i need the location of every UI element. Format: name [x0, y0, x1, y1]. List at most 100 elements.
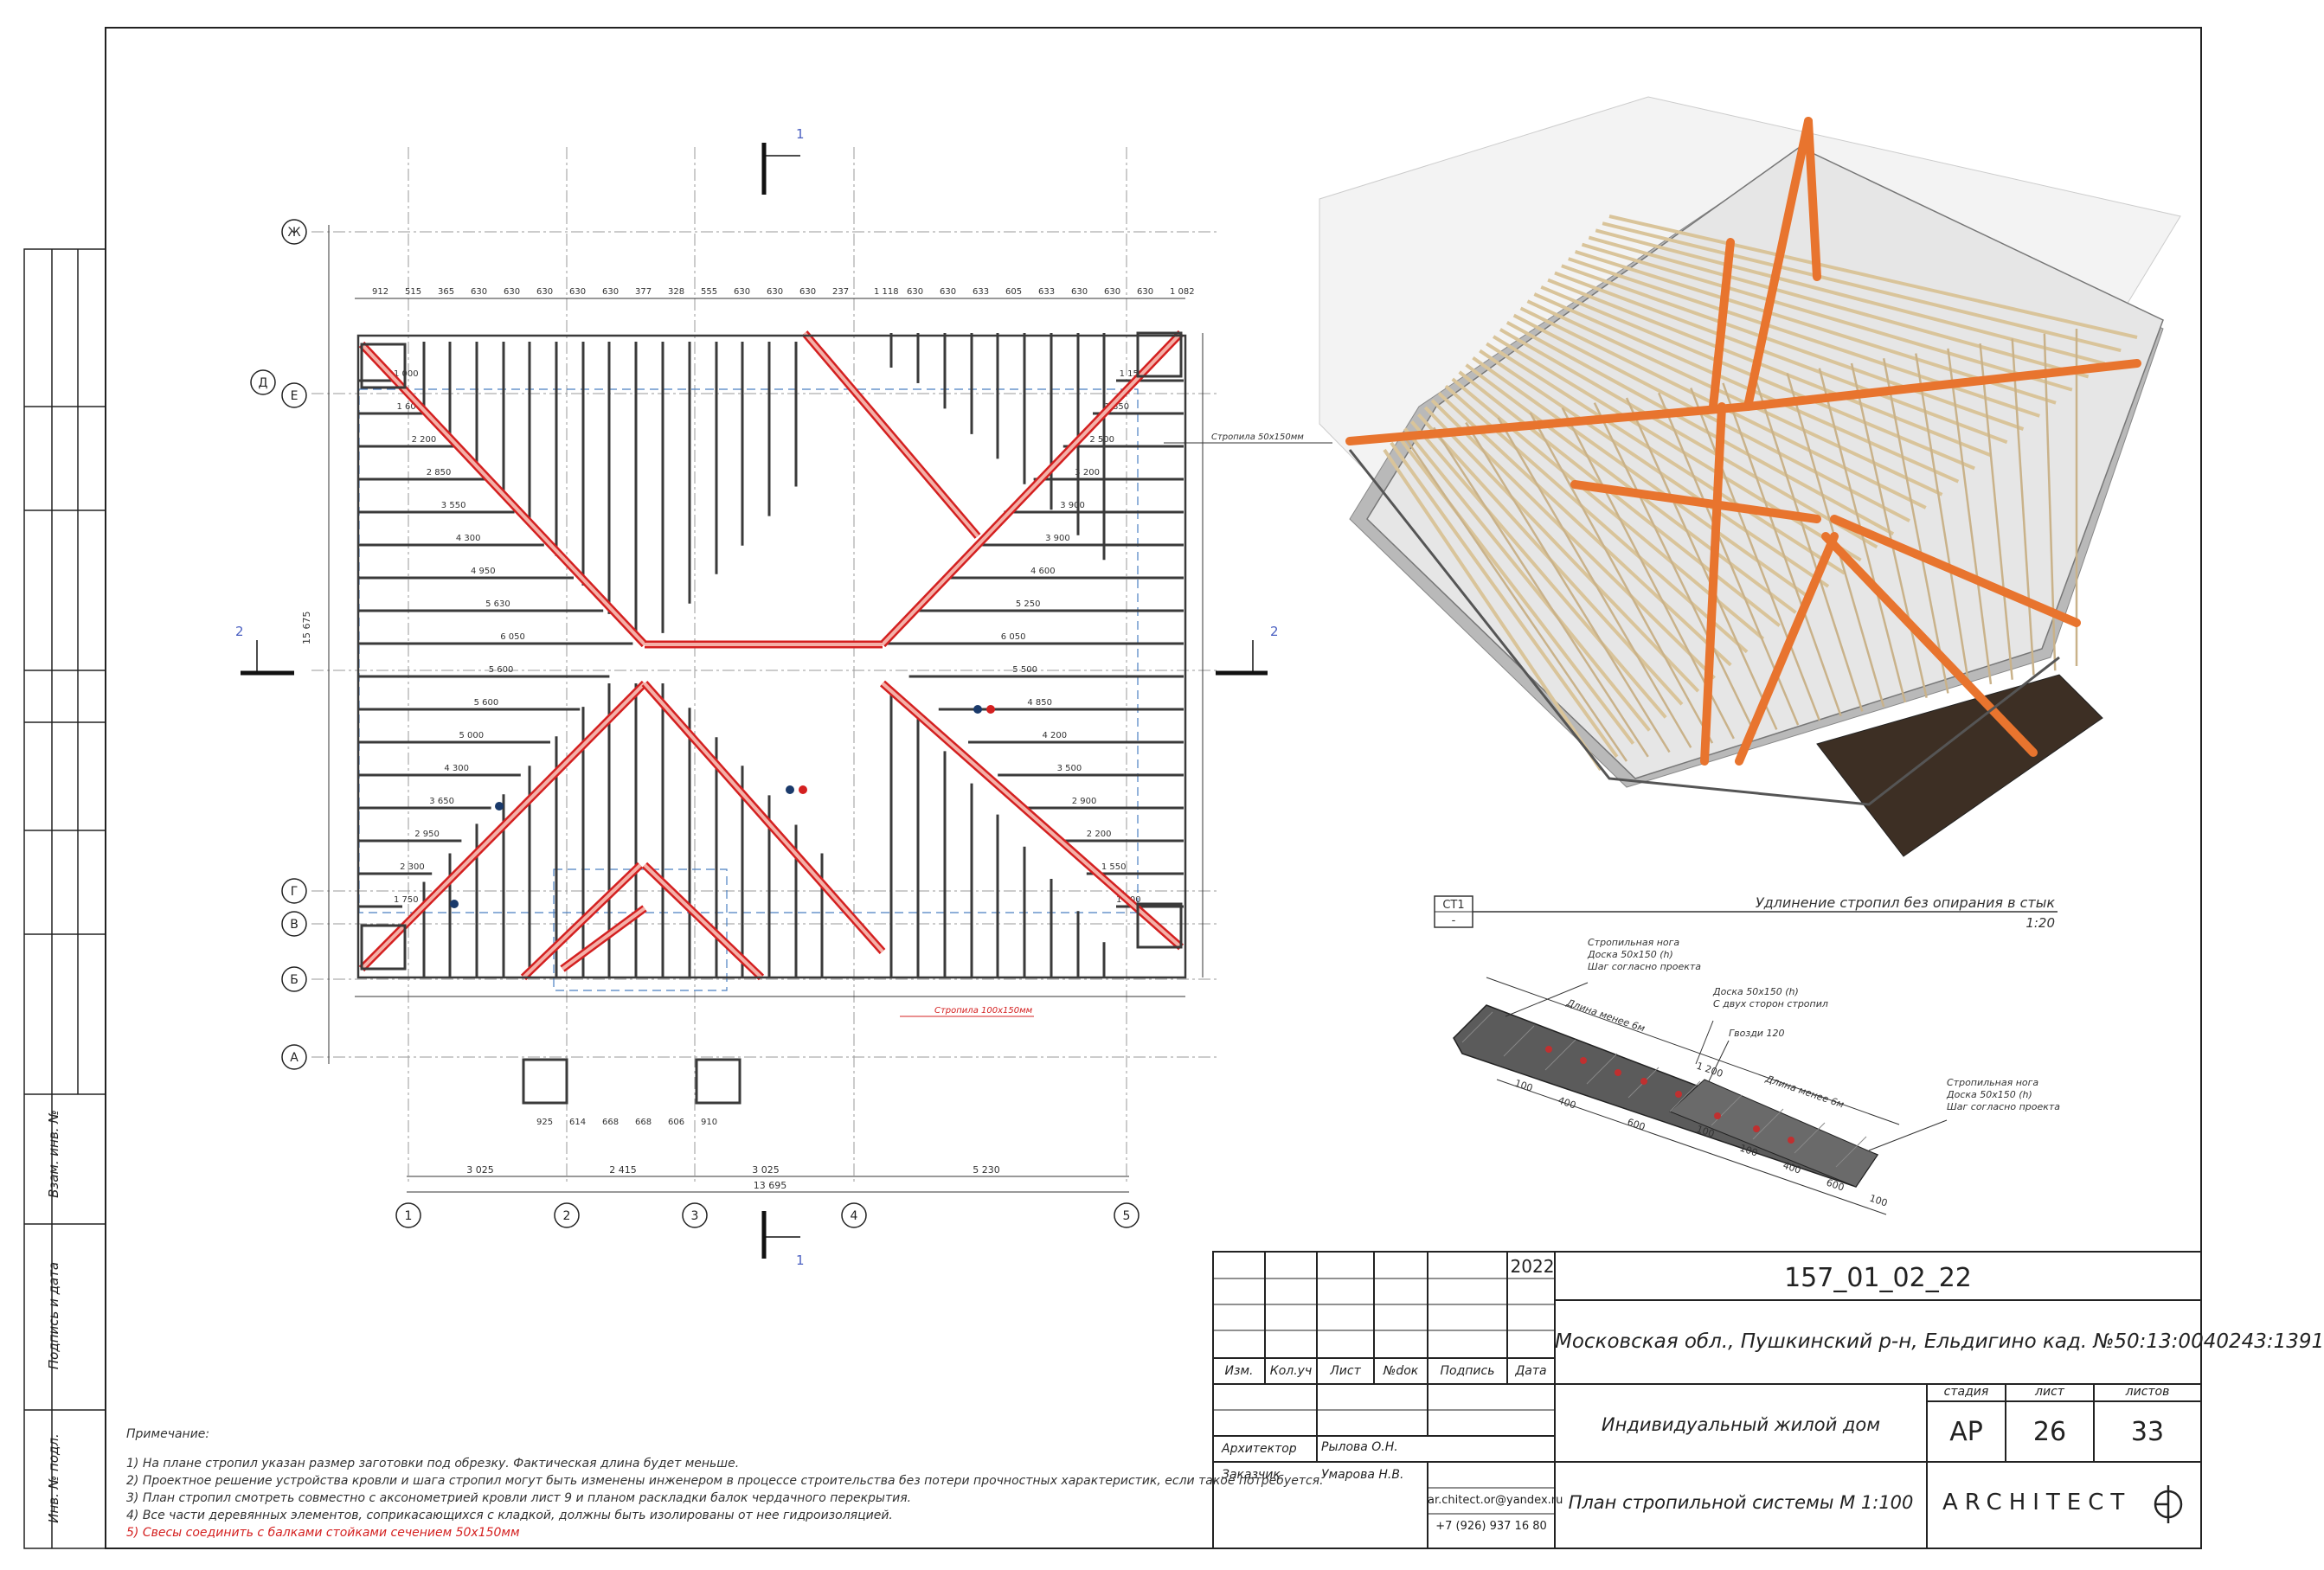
dim-top-18: 630 [940, 287, 956, 297]
model-hip-6 [1570, 480, 1821, 523]
rafter-length-right-10: 5 500 [1012, 665, 1037, 675]
model-rafter-4 [1403, 427, 1651, 732]
model-purlin-11 [1722, 382, 1842, 717]
model-rafter-31 [1588, 235, 2090, 379]
detail-dim-4: 100 [1695, 1124, 1716, 1140]
rafter-length-left-7: 4 950 [471, 567, 496, 576]
title-block-address: Московская обл., Пушкинский р-н, Ельдиги… [1555, 1330, 2324, 1353]
dim-lower-3: 668 [602, 1118, 619, 1127]
detail-grain-6 [1669, 1080, 1701, 1112]
model-rafter-17 [1493, 335, 1862, 562]
hip-rafter-core-3 [360, 682, 646, 971]
axis-letter-В: В [290, 918, 299, 932]
detail-grain-1 [1461, 1011, 1493, 1043]
roof-axonometry [1319, 96, 2181, 857]
detail-tag: СТ1 [1442, 899, 1464, 912]
axis-number-1: 1 [405, 1209, 413, 1223]
label-rafter-red: Стропила 100х150мм [934, 1006, 1033, 1016]
dim-top-21: 633 [1038, 287, 1055, 297]
rafter-length-right-3: 2 500 [1089, 435, 1114, 445]
title-block-subgrid [1213, 1278, 1555, 1515]
dim-lower-4: 668 [635, 1118, 652, 1127]
corner-frame-2 [1136, 331, 1183, 378]
model-purlin-19 [1979, 343, 2013, 680]
axis-letter-Г: Г [291, 885, 299, 899]
header-col-sheet: Лист [1330, 1364, 1361, 1378]
notes-block: Примечание: 1) На плане стропил указан р… [126, 1426, 1324, 1541]
note-item-5: 5) Свесы соединить с балками стойками се… [126, 1526, 520, 1540]
detail-nail-4 [1640, 1078, 1647, 1085]
rafter-length-right-6: 3 900 [1045, 534, 1070, 543]
corner-frame-4 [1136, 902, 1183, 949]
dim-top-10: 328 [668, 287, 684, 297]
callout-right-3: Шаг согласно проекта [1947, 1101, 2060, 1112]
model-hip-5 [1830, 515, 2081, 627]
model-rafter-30 [1581, 242, 2073, 392]
rafter-length-left-13: 4 300 [444, 764, 469, 773]
dim-top-1: 912 [372, 287, 388, 297]
axis-bubble-2 [554, 1202, 580, 1228]
model-rafter-23 [1533, 292, 1960, 484]
header-col-doc: №doк [1383, 1364, 1419, 1378]
dim-top-12: 630 [734, 287, 750, 297]
hip-rafter-core-5 [803, 331, 979, 538]
rafter-length-right-2: 1 850 [1105, 402, 1130, 412]
model-rafter-9 [1437, 392, 1732, 667]
callout-left-leader [1505, 982, 1589, 1017]
contact-email[interactable]: ar.chitect.or@yandex.ru [1428, 1494, 1563, 1507]
title-block-grid [1212, 1251, 2202, 1549]
dim-top-25: 1 082 [1170, 287, 1195, 297]
detail-tag-sub: - [1452, 914, 1456, 927]
rafter-length-left-5: 3 550 [441, 501, 466, 510]
callout-nail: Гвозди 120 [1729, 1028, 1784, 1039]
rafter-length-right-13: 3 500 [1057, 764, 1082, 773]
rafter-length-left-11: 5 600 [474, 698, 499, 708]
title-block-drawing-title: План стропильной системы М 1:100 [1568, 1492, 1914, 1513]
note-item-4: 4) Все части деревянных элементов, сопри… [126, 1509, 893, 1522]
dim-total-width: 13 695 [754, 1180, 787, 1191]
callout-mid-leader [1695, 1020, 1714, 1065]
detail-length-1: Длина менее 6м [1564, 996, 1647, 1034]
dim-total-height: 15 675 [301, 612, 312, 645]
dim-lower-5: 606 [668, 1118, 684, 1127]
dim-top-3: 365 [438, 287, 454, 297]
dim-top-16: 1 118 [874, 287, 899, 297]
callout-left-2: Доска 50х150 (h) [1587, 949, 1673, 960]
model-rafter-5 [1409, 420, 1667, 719]
section-label-bottom: 1 [796, 1253, 805, 1268]
axis-bubble-А [281, 1044, 307, 1070]
dim-top-9: 377 [635, 287, 652, 297]
detail-title: Удлинение стропил без опирания в стык [1756, 894, 2056, 911]
contact-phone: +7 (926) 937 16 80 [1435, 1520, 1547, 1533]
architect-name: Рылова О.Н. [1321, 1440, 1398, 1454]
rafter-length-left-2: 1 600 [397, 402, 422, 412]
rafter-length-left-8: 5 630 [485, 599, 510, 609]
model-hip-10 [1804, 117, 1821, 281]
rafter-length-left-15: 2 950 [414, 830, 440, 839]
section-label-right: 2 [1270, 624, 1279, 639]
model-purlin-16 [1882, 358, 1949, 694]
model-purlin-10 [1690, 388, 1821, 721]
detail-dim-8: 100 [1868, 1193, 1889, 1209]
rafter-length-left-10: 5 600 [489, 665, 514, 675]
title-block-code: 157_01_02_22 [1784, 1263, 1972, 1293]
side-stamp [23, 248, 106, 1549]
rafter-length-left-12: 5 000 [459, 731, 485, 740]
model-purlin-4 [1497, 417, 1692, 748]
detail-nail-1 [1545, 1046, 1552, 1053]
axis-bubble-Г [281, 878, 307, 904]
model-hip-8 [1821, 532, 2038, 757]
model-hip-4 [1700, 402, 1726, 766]
side-stamp-label-signature: Подпись и дата [46, 1261, 61, 1370]
detail-grain-8 [1752, 1108, 1784, 1140]
axis-number-4: 4 [851, 1209, 858, 1223]
detail-length-2: Длина менее 6м [1763, 1073, 1846, 1110]
detail-nail-6 [1714, 1112, 1721, 1119]
model-rafter-16 [1486, 342, 1846, 575]
rafter-length-right-16: 1 550 [1101, 862, 1127, 872]
model-purlin-5 [1529, 412, 1714, 744]
callout-mid-2: С двух сторон стропил [1713, 998, 1828, 1009]
detail-overlap [1669, 1079, 1878, 1188]
